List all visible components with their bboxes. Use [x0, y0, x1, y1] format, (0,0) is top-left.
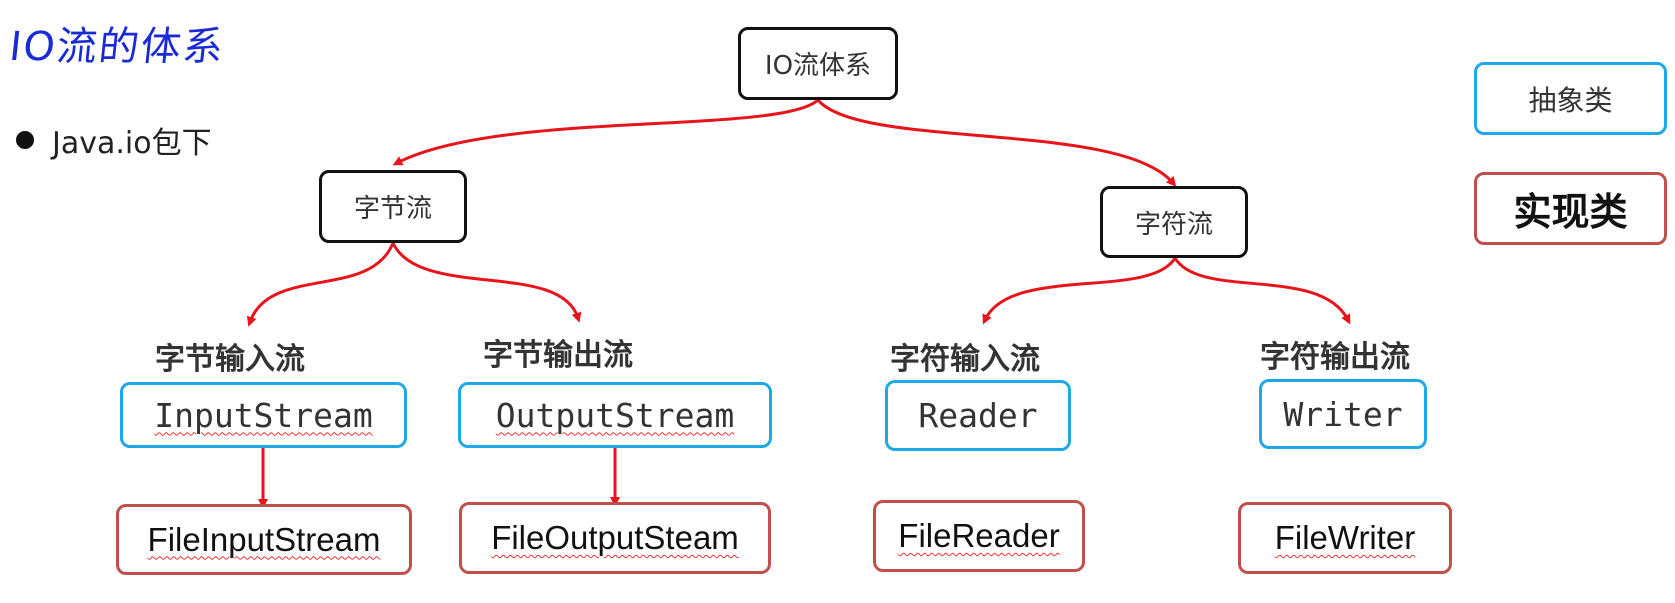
label-char-output: 字符输出流 — [1260, 340, 1410, 375]
node-char-stream: 字符流 — [1100, 186, 1248, 258]
bullet-item: Java.io包下 — [16, 118, 212, 162]
legend-abstract: 抽象类 — [1474, 62, 1667, 135]
arrow-char-to-output — [1173, 257, 1351, 325]
node-io-root-label: IO流体系 — [764, 51, 872, 81]
node-inputstream: InputStream — [120, 382, 407, 448]
node-filereader-label: FileReader — [898, 517, 1060, 554]
node-reader: Reader — [885, 380, 1071, 451]
legend-impl-label: 实现类 — [1513, 190, 1628, 234]
arrow-byte-to-input — [246, 242, 395, 327]
node-filereader: FileReader — [873, 500, 1085, 572]
node-reader-label: Reader — [918, 396, 1038, 435]
node-fileinputstream-label: FileInputStream — [147, 520, 381, 558]
arrow-char-to-input — [982, 257, 1177, 325]
node-outputstream-label: OutputStream — [495, 395, 735, 435]
node-byte-stream-label: 字节流 — [353, 194, 432, 224]
legend-abstract-label: 抽象类 — [1528, 83, 1613, 117]
node-inputstream-label: InputStream — [154, 395, 373, 435]
node-fileoutputsteam: FileOutputSteam — [459, 502, 771, 574]
label-byte-input: 字节输入流 — [155, 342, 305, 377]
bullet-text: Java.io包下 — [52, 126, 212, 161]
arrow-root-to-byte — [392, 98, 820, 166]
node-outputstream: OutputStream — [458, 382, 772, 448]
node-char-stream-label: 字符流 — [1134, 209, 1213, 240]
arrow-byte-to-output — [391, 242, 582, 323]
label-char-input: 字符输入流 — [890, 342, 1040, 377]
node-filewriter: FileWriter — [1238, 502, 1452, 574]
node-writer: Writer — [1259, 379, 1427, 449]
node-filewriter-label: FileWriter — [1274, 519, 1416, 556]
node-fileoutputsteam-label: FileOutputSteam — [491, 519, 739, 556]
node-io-root: IO流体系 — [738, 27, 898, 100]
legend-impl: 实现类 — [1474, 172, 1667, 245]
bullet-dot-icon — [16, 131, 34, 149]
arrow-root-to-char — [816, 99, 1177, 187]
label-byte-output: 字节输出流 — [483, 338, 633, 373]
node-fileinputstream: FileInputStream — [116, 504, 412, 575]
node-writer-label: Writer — [1283, 394, 1403, 434]
node-byte-stream: 字节流 — [319, 170, 467, 243]
